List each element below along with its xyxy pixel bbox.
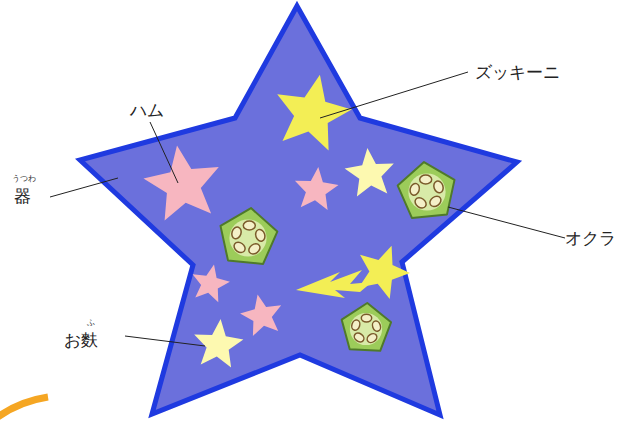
furigana: うつわ — [12, 174, 36, 184]
okra-slice — [398, 162, 455, 218]
furigana: ふ — [87, 318, 95, 328]
okra-slice — [221, 208, 278, 264]
part-label: ハム — [130, 100, 164, 120]
fu-star — [345, 148, 394, 196]
star-bowl — [80, 6, 517, 415]
okra-slice — [342, 303, 391, 351]
ham-star — [144, 145, 219, 220]
part-label: ズッキーニ — [475, 62, 560, 82]
orange-arc — [0, 397, 48, 423]
part-label: 器 — [14, 186, 31, 206]
part-label: オクラ — [565, 228, 616, 248]
part-label: お麩 — [64, 330, 98, 350]
ham-star — [193, 264, 230, 302]
shooting-star-tail — [296, 270, 372, 298]
shooting-star — [359, 246, 410, 299]
ham-star — [295, 167, 339, 210]
zucchini-star — [277, 75, 352, 151]
leader-lines — [50, 72, 565, 346]
fu-star — [194, 319, 243, 367]
ham-star — [240, 294, 281, 336]
